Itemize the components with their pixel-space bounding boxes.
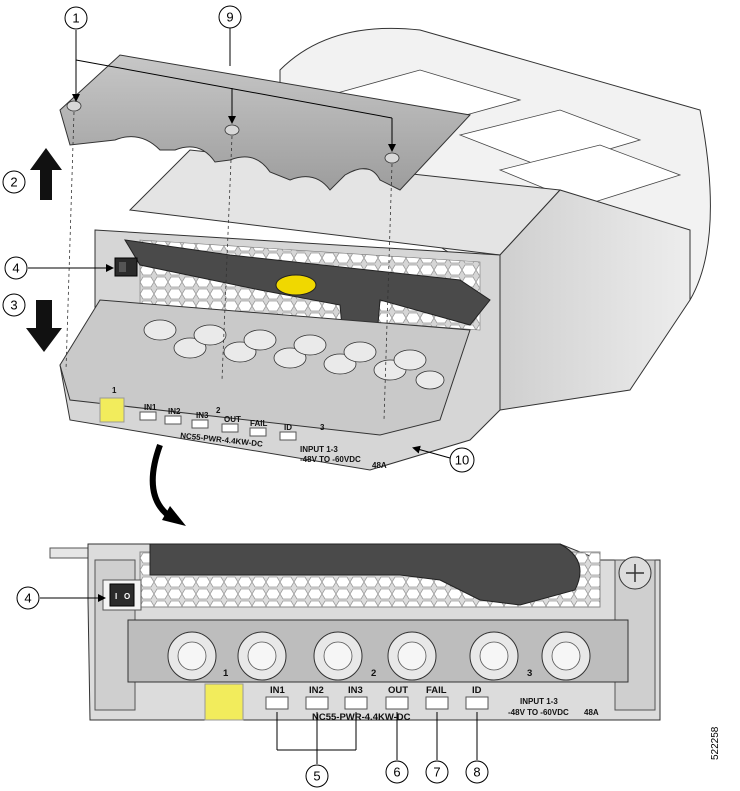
input-line1-top: INPUT 1-3: [300, 445, 338, 454]
switch-off-mark: O: [124, 592, 130, 601]
svg-text:3: 3: [10, 298, 17, 313]
detail-led-label-in1: IN1: [270, 685, 286, 696]
terminal-cover[interactable]: [59, 54, 471, 191]
detail-terminal-bay: 1 2 3: [127, 619, 629, 683]
svg-text:7: 7: [433, 765, 440, 780]
detail-led-label-in2: IN2: [309, 685, 324, 696]
callout-5: 5: [305, 764, 329, 788]
callout-2: 2: [2, 170, 26, 194]
callout-7: 7: [425, 760, 449, 784]
detail-handle[interactable]: [149, 543, 652, 606]
alignment-guides: [65, 111, 393, 421]
detail-input-line2: -48V TO -60VDC: [508, 708, 569, 717]
power-switch-top[interactable]: [114, 257, 138, 277]
terminal-mark-3-top: 3: [320, 423, 325, 432]
led-label-in3-top: IN3: [196, 411, 209, 420]
led-label-fail-top: FAIL: [250, 419, 267, 428]
yellow-label-top: [99, 397, 125, 423]
detail-model-label: NC55-PWR-4.4KW-DC: [312, 712, 411, 723]
svg-text:9: 9: [226, 10, 233, 25]
led-label-id-top: ID: [284, 423, 292, 432]
led-label-in2-top: IN2: [168, 407, 181, 416]
callout-6: 6: [385, 760, 409, 784]
leader-lines: [28, 28, 478, 764]
detail-power-switch[interactable]: O I: [102, 579, 142, 611]
svg-text:4: 4: [12, 261, 19, 276]
detail-input-current: 48A: [584, 708, 599, 717]
led-label-in1-top: IN1: [144, 403, 157, 412]
figure-id: 522258: [710, 726, 721, 760]
callout-1: 1: [64, 6, 88, 30]
detail-terminal-mark-1: 1: [223, 668, 229, 679]
svg-text:5: 5: [313, 769, 320, 784]
detail-terminal-mark-3: 3: [527, 668, 532, 679]
callout-8: 8: [465, 760, 489, 784]
detail-led-label-id: ID: [472, 685, 482, 696]
terminal-tray-top: IN1 IN2 IN3 OUT FAIL ID NC55-PWR-4.4KW-D…: [59, 299, 471, 470]
switch-on-mark: I: [115, 592, 117, 601]
detail-input-line1: INPUT 1-3: [520, 697, 558, 706]
svg-text:2: 2: [10, 175, 17, 190]
callout-4-top: 4: [4, 256, 28, 280]
detail-terminal-mark-2: 2: [371, 668, 376, 679]
callout-9: 9: [218, 5, 242, 29]
svg-text:4: 4: [24, 591, 31, 606]
callout-4-detail: 4: [16, 586, 40, 610]
svg-text:8: 8: [473, 765, 480, 780]
callout-3: 3: [2, 293, 26, 317]
detail-yellow-label: [204, 683, 244, 721]
led-label-out-top: OUT: [224, 415, 241, 424]
svg-text:1: 1: [72, 11, 79, 26]
led-row-top: [139, 411, 297, 441]
lower-arrow-down: [26, 300, 62, 352]
logo-badge: [275, 274, 317, 296]
detail-led-label-fail: FAIL: [426, 685, 447, 696]
lift-arrow-up: [30, 148, 62, 200]
detail-led-row: [265, 696, 489, 710]
input-current-top: 48A: [372, 461, 387, 470]
svg-text:10: 10: [455, 453, 469, 468]
terminal-mark-2-top: 2: [216, 406, 221, 415]
input-line2-top: -48V TO -60VDC: [300, 455, 361, 464]
terminal-studs: [143, 319, 445, 390]
detail-led-label-in3: IN3: [348, 685, 363, 696]
callout-10: 10: [449, 447, 475, 473]
terminal-mark-1-top: 1: [112, 386, 117, 395]
svg-text:6: 6: [393, 765, 400, 780]
detail-led-label-out: OUT: [388, 685, 408, 696]
